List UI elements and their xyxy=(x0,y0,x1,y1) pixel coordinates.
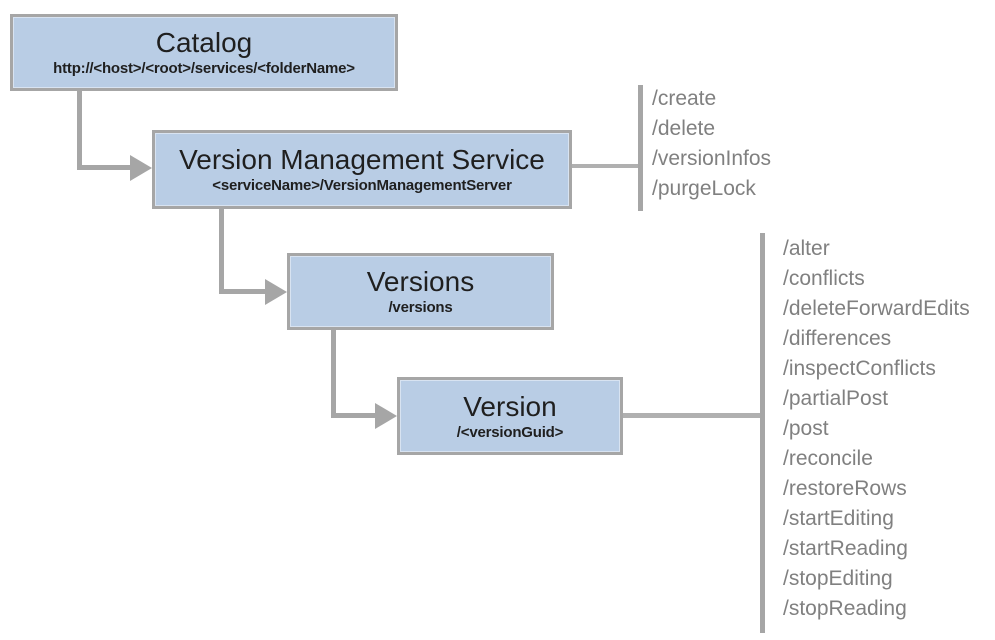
operation-label: /delete xyxy=(652,117,716,140)
operation-label: /versionInfos xyxy=(652,147,772,170)
connector-catalog-vms-vertical xyxy=(77,90,82,170)
arrowhead-vms-versions-icon xyxy=(265,279,287,305)
operation-label: /alter xyxy=(783,237,830,260)
node-versions: Versions /versions xyxy=(287,253,554,330)
link-vms-operations xyxy=(572,164,640,168)
bracket-version-operations xyxy=(760,233,765,633)
node-version-url: /<versionGuid> xyxy=(456,423,564,441)
link-version-operations xyxy=(623,413,763,418)
connector-versions-version-horizontal xyxy=(331,413,376,418)
connector-vms-versions-horizontal xyxy=(219,289,266,294)
operation-label: /purgeLock xyxy=(652,177,756,200)
node-catalog: Catalog http://<host>/<root>/services/<f… xyxy=(10,14,398,91)
operation-label: /stopEditing xyxy=(783,567,893,590)
node-versions-url: /versions xyxy=(388,299,453,316)
operation-label: /post xyxy=(783,417,829,440)
node-vms-title: Version Management Service xyxy=(179,144,545,175)
node-vms-url: <serviceName>/VersionManagementServer xyxy=(212,177,512,194)
version-operations-list: /alter /conflicts /deleteForwardEdits /d… xyxy=(783,234,970,624)
operation-label: /differences xyxy=(783,327,892,350)
operation-label: /stopReading xyxy=(783,597,907,620)
operation-label: /restoreRows xyxy=(783,477,907,500)
connector-vms-versions-vertical xyxy=(219,208,224,294)
node-versions-title: Versions xyxy=(366,266,475,297)
node-version-management-service: Version Management Service <serviceName>… xyxy=(152,130,572,209)
node-catalog-url: http://<host>/<root>/services/<folderNam… xyxy=(53,60,355,77)
operation-label: /create xyxy=(652,87,717,110)
operation-label: /inspectConflicts xyxy=(783,357,936,380)
operation-label: /startReading xyxy=(783,537,908,560)
vms-operations-list: /create /delete /versionInfos /purgeLock xyxy=(652,84,771,204)
operation-label: /conflicts xyxy=(783,267,865,290)
node-version: Version /<versionGuid> xyxy=(397,377,623,455)
node-version-title: Version xyxy=(463,390,557,422)
node-catalog-title: Catalog xyxy=(155,27,253,58)
operation-label: /deleteForwardEdits xyxy=(783,297,970,320)
operation-label: /partialPost xyxy=(783,387,889,410)
arrowhead-versions-version-icon xyxy=(375,403,397,429)
operation-label: /startEditing xyxy=(783,507,894,530)
operation-label: /reconcile xyxy=(783,447,873,470)
connector-versions-version-vertical xyxy=(331,329,336,418)
bracket-vms-operations xyxy=(638,85,643,211)
connector-catalog-vms-horizontal xyxy=(77,165,131,170)
arrowhead-catalog-vms-icon xyxy=(130,155,152,181)
